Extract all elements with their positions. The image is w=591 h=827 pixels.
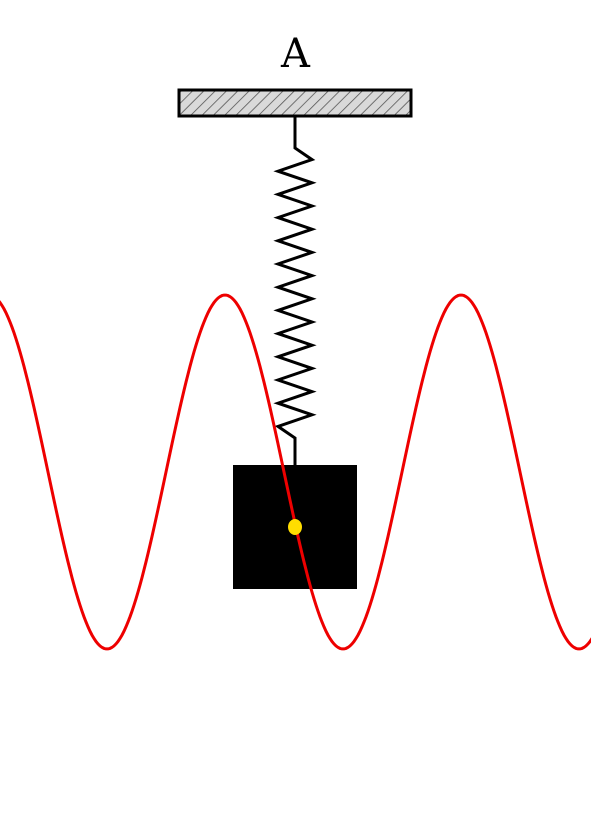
- ceiling-support: [177, 88, 413, 118]
- support-hatch: [179, 90, 411, 116]
- support-label: A: [281, 31, 310, 77]
- spring: [273, 116, 317, 465]
- center-of-mass-dot: [288, 519, 302, 535]
